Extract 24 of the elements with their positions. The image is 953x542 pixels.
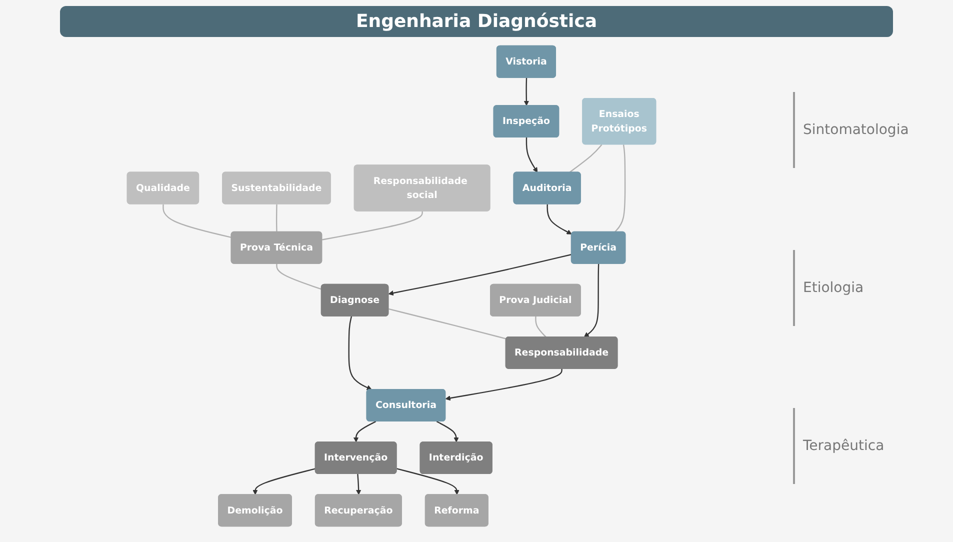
arrow <box>396 468 460 495</box>
phase-label: Sintomatologia <box>793 92 943 168</box>
arrow <box>252 468 316 495</box>
connector <box>614 144 626 232</box>
phase-label: Terapêutica <box>793 408 943 484</box>
title-banner: Engenharia Diagnóstica <box>60 6 893 37</box>
arrow <box>445 368 562 401</box>
phase-label: Etiologia <box>793 250 943 326</box>
connector <box>322 211 423 240</box>
arrow <box>348 316 372 390</box>
arrow <box>584 264 600 338</box>
connector <box>569 144 602 173</box>
connector <box>276 204 278 232</box>
arrow <box>524 78 530 106</box>
connector <box>535 316 546 338</box>
connector <box>388 308 506 340</box>
arrow <box>546 204 572 234</box>
arrow <box>356 474 362 495</box>
arrow <box>526 138 538 173</box>
connector <box>276 264 322 290</box>
arrow <box>436 420 459 442</box>
arrow <box>388 254 572 296</box>
arrow <box>353 420 376 442</box>
connector <box>162 204 232 238</box>
